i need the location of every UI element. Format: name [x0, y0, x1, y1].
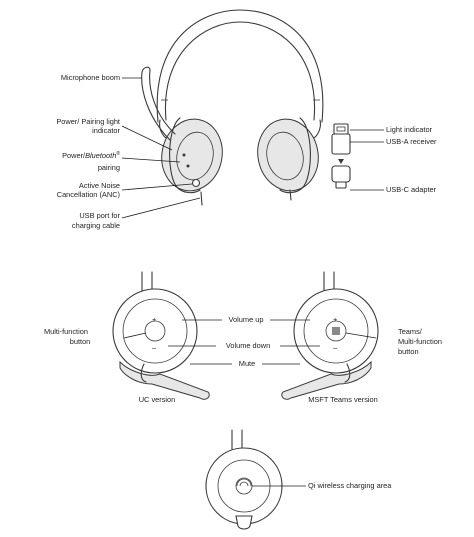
label-multi-function: Multi-function [44, 327, 88, 336]
label-multi-function-2: button [70, 337, 91, 346]
label-power-pairing-light: Power/ Pairing light [56, 117, 120, 126]
uc-plus-symbol: + [152, 315, 156, 324]
label-volume-up: Volume up [229, 315, 264, 324]
charging-earcup-illustration [205, 429, 283, 530]
teams-earcup-illustration [281, 271, 379, 400]
label-power-bluetooth-2: pairing [98, 163, 120, 172]
label-power-bluetooth-reg: ® [116, 150, 120, 157]
teams-plus-symbol: + [333, 315, 337, 324]
label-teams-2: Multi-function [398, 337, 442, 346]
label-light-indicator: Light indicator [386, 125, 433, 134]
teams-minus-symbol: – [333, 343, 338, 352]
label-usb-port: USB port for [79, 211, 120, 220]
label-usb-a-receiver: USB-A receiver [386, 137, 437, 146]
label-usb-port-2: charging cable [72, 221, 120, 230]
caption-uc-version: UC version [139, 395, 176, 404]
caption-msft-teams-version: MSFT Teams version [308, 395, 378, 404]
label-teams: Teams/ [398, 327, 423, 336]
label-mute: Mute [239, 359, 255, 368]
label-usb-c-adapter: USB-C adapter [386, 185, 437, 194]
label-volume-down: Volume down [226, 341, 270, 350]
label-power-bluetooth-word: Bluetooth [85, 151, 116, 160]
top-leader-lines [121, 77, 384, 219]
headset-illustration [141, 9, 324, 206]
uc-minus-symbol: – [152, 343, 157, 352]
uc-earcup-illustration [112, 271, 210, 400]
label-anc: Active Noise [79, 181, 120, 190]
label-power-pairing-light-2: indicator [92, 126, 120, 135]
usb-receiver-illustration [331, 123, 351, 189]
label-anc-2: Cancellation (ANC) [57, 190, 120, 199]
label-power-bluetooth: Power/Bluetooth® [62, 150, 120, 160]
middle-leader-lines [123, 319, 377, 365]
label-microphone-boom: Microphone boom [61, 73, 120, 82]
label-power-bluetooth-prefix: Power/ [62, 151, 86, 160]
label-qi-charging: Qi wireless charging area [308, 481, 392, 490]
label-teams-3: button [398, 347, 419, 356]
